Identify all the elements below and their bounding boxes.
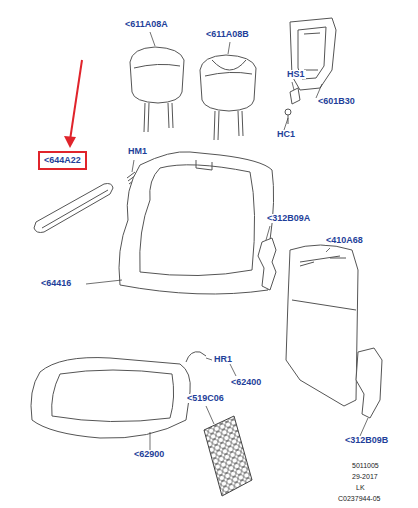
drawing-reference: 29-2017 xyxy=(352,473,378,480)
headrest xyxy=(130,47,184,132)
mesh-panel xyxy=(204,416,252,496)
part-number: <64416 xyxy=(40,279,72,288)
part-number: <312B09A xyxy=(266,214,311,223)
drawing-reference: LK xyxy=(356,484,365,491)
part-number: <611A08B xyxy=(205,30,250,39)
part-number: <62900 xyxy=(133,450,165,459)
part-number: <601B30 xyxy=(317,97,356,106)
seat-cushion xyxy=(31,358,190,439)
part-number: <644A22 xyxy=(44,156,81,165)
headrest-guide-bracket xyxy=(290,18,336,90)
part-number: <62400 xyxy=(230,378,262,387)
headrest xyxy=(200,55,256,140)
part-number: HS1 xyxy=(286,70,306,79)
part-number: <611A08A xyxy=(124,20,169,29)
part-number: HC1 xyxy=(276,130,296,139)
part-number: HM1 xyxy=(127,147,148,156)
part-number: <312B09B xyxy=(344,436,389,445)
armrest xyxy=(34,184,113,233)
hook xyxy=(186,352,206,362)
drawing-reference: 5011005 xyxy=(352,462,379,469)
trim-bracket xyxy=(356,348,382,418)
drawing-reference: C0237944-05 xyxy=(338,495,380,502)
cap xyxy=(285,109,291,115)
back-panel xyxy=(286,245,358,406)
leader-line xyxy=(86,32,368,450)
part-number: HR1 xyxy=(213,355,233,364)
highlight-arrowhead xyxy=(64,136,76,148)
highlight-box: <644A22 xyxy=(38,151,87,170)
part-number: <410A68 xyxy=(325,236,364,245)
part-number: <519C06 xyxy=(186,394,225,403)
trim-bracket xyxy=(258,238,276,290)
seat-back xyxy=(119,152,274,294)
clip xyxy=(290,88,300,104)
highlight-arrow xyxy=(70,60,82,140)
